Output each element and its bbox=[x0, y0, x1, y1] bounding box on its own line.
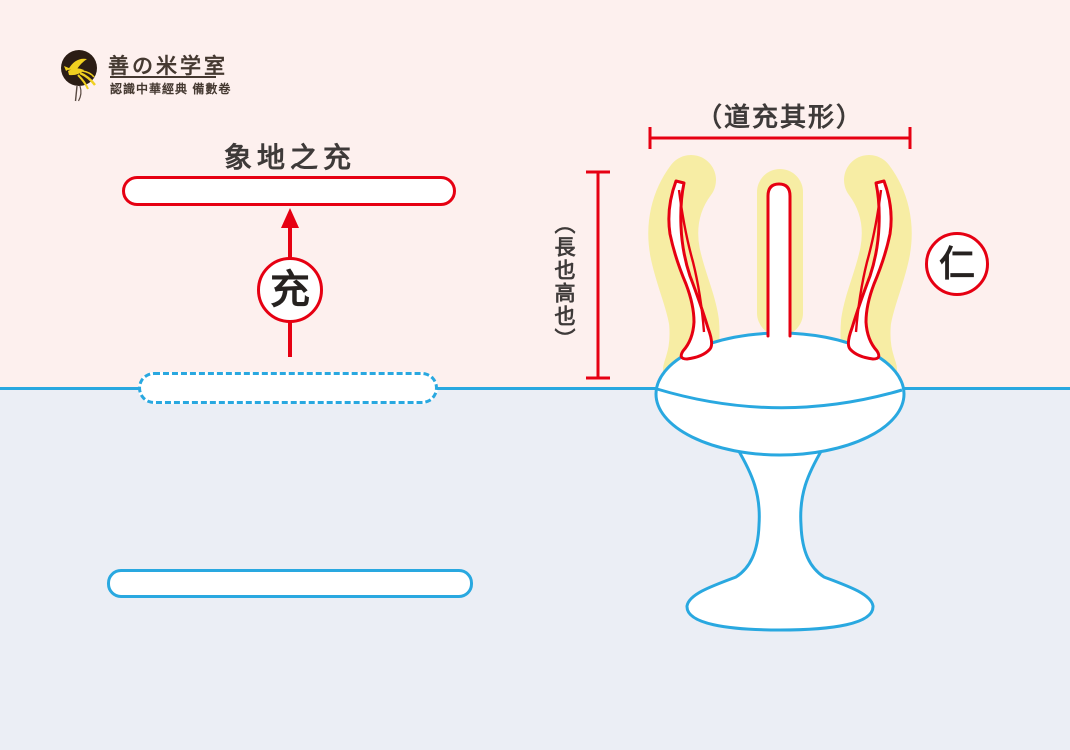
up-arrow-icon bbox=[281, 208, 299, 228]
logo-title: 善の米学室 bbox=[108, 55, 228, 78]
chong-character-circle: 充 bbox=[257, 257, 323, 323]
height-measure-label: （長也高也） bbox=[552, 213, 575, 351]
width-measure-label: （道充其形） bbox=[695, 102, 864, 132]
ren-character: 仁 bbox=[938, 243, 975, 284]
earth-bar-red-pill bbox=[122, 176, 456, 206]
height-measure-line bbox=[586, 170, 610, 380]
logo: 善の米学室 認識中華經典 備數卷 bbox=[56, 44, 356, 104]
arrow-tail-line bbox=[288, 322, 292, 357]
ren-character-circle: 仁 bbox=[925, 232, 989, 296]
ground-line bbox=[0, 387, 1070, 390]
logo-subtitle: 認識中華經典 備數卷 bbox=[110, 82, 232, 96]
halo-right bbox=[840, 155, 912, 395]
sprout-halos bbox=[648, 155, 912, 395]
halo-left bbox=[648, 155, 720, 395]
logo-underline bbox=[110, 76, 216, 78]
left-diagram-title: 象地之充 bbox=[223, 142, 356, 173]
bird-icon bbox=[61, 50, 97, 102]
up-arrow-shaft bbox=[288, 227, 292, 258]
sprout-right bbox=[846, 179, 893, 361]
blue-ground-pill bbox=[107, 569, 473, 598]
sprout-left bbox=[667, 179, 714, 361]
chong-character: 充 bbox=[270, 268, 310, 312]
dashed-buried-pill bbox=[138, 372, 438, 404]
sprout-middle bbox=[766, 182, 792, 338]
